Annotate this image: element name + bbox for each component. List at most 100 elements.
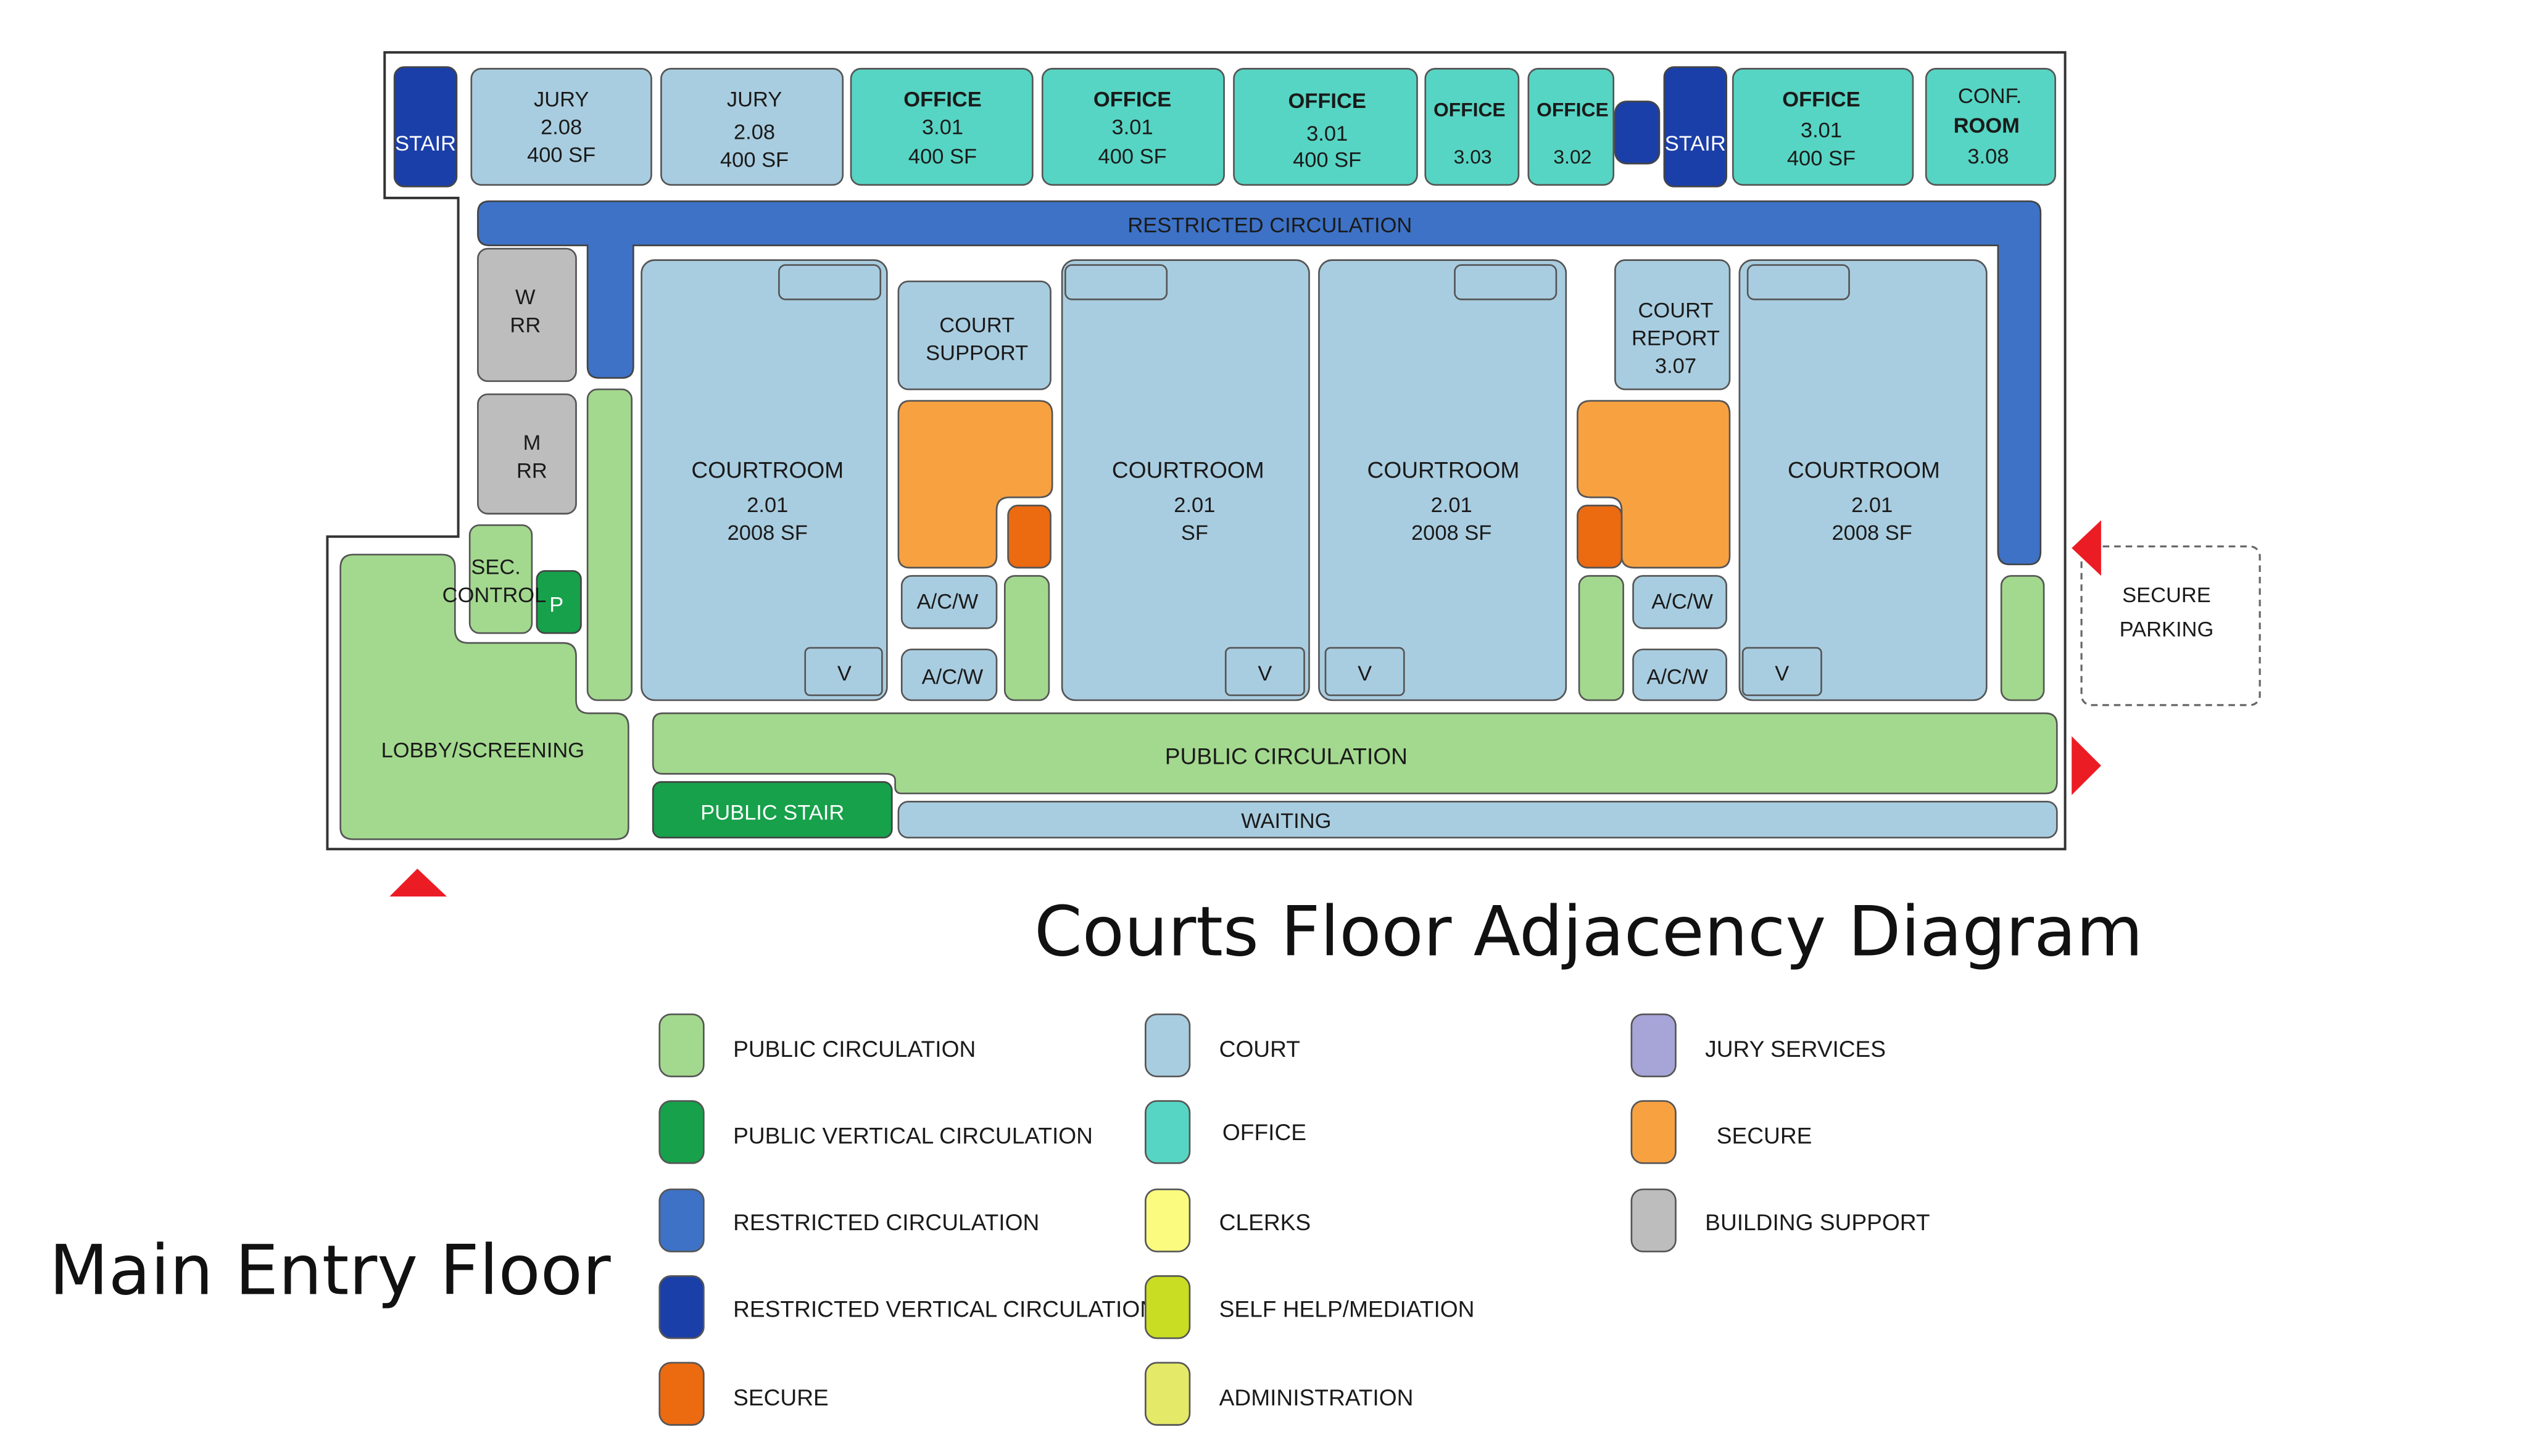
court-report-line1: COURT (1638, 299, 1714, 322)
jury-1-area: 400 SF (527, 144, 595, 167)
conf-room-line1: CONF. (1958, 85, 2022, 108)
sec-control-line1: SEC. (471, 556, 520, 579)
legend-item: COURT (1144, 1013, 1300, 1078)
acw-right-1-label: A/C/W (1651, 590, 1713, 613)
vestibule-2-label: V (1258, 662, 1272, 685)
legend-swatch (1144, 1188, 1191, 1252)
legend-item: SELF HELP/MEDIATION (1144, 1275, 1475, 1339)
w-rr-line2: RR (510, 313, 541, 337)
conf-room-line2: ROOM (1954, 114, 2020, 138)
legend-label: COURT (1219, 1036, 1300, 1062)
judge-bench-2 (1064, 264, 1168, 300)
legend-swatch (658, 1188, 705, 1252)
legend-label: RESTRICTED VERTICAL CIRCULATION (733, 1296, 1156, 1322)
legend-label: OFFICE (1222, 1119, 1306, 1145)
courtroom-3-name: COURTROOM (1367, 457, 1520, 482)
office-303-name: OFFICE (1433, 98, 1506, 120)
office-302-name: OFFICE (1537, 98, 1609, 120)
vestibule-1-label: V (837, 662, 852, 685)
office-302-number: 3.02 (1553, 146, 1591, 168)
main-entry-arrow-icon (389, 869, 447, 897)
courtroom-4-name: COURTROOM (1788, 457, 1940, 482)
legend-label: JURY SERVICES (1705, 1036, 1886, 1062)
legend-item: ADMINISTRATION (1144, 1362, 1414, 1426)
secure-cell-left (1007, 505, 1052, 569)
secure-parking (2080, 545, 2261, 706)
office-4-area: 400 SF (1787, 147, 1856, 170)
vestibule-4 (1741, 647, 1822, 697)
lobby-label: LOBBY/SCREENING (381, 739, 584, 763)
secure-holding-left (897, 400, 1053, 569)
legend-label: SECURE (1717, 1123, 1812, 1149)
office-303-number: 3.03 (1454, 146, 1492, 168)
public-elevator-p (536, 570, 582, 634)
judge-bench-1 (778, 264, 882, 300)
judge-bench-3 (1454, 264, 1558, 300)
courtroom-4-area: 2008 SF (1832, 521, 1912, 545)
court-support-line1: COURT (939, 313, 1014, 337)
acw-left-1-label: A/C/W (917, 590, 979, 613)
office-1-name: OFFICE (903, 88, 981, 111)
stair-right: STAIR (1663, 66, 1727, 188)
legend-label: BUILDING SUPPORT (1705, 1209, 1930, 1235)
legend-swatch (1630, 1100, 1677, 1164)
legend-label: ADMINISTRATION (1219, 1384, 1414, 1410)
office-2-area: 400 SF (1098, 145, 1167, 168)
legend-label: CLERKS (1219, 1209, 1311, 1235)
office-4-name: OFFICE (1782, 88, 1860, 111)
legend-item: SECURE (658, 1362, 829, 1426)
office-2-name: OFFICE (1093, 88, 1171, 111)
public-strip-mid-left (1003, 575, 1050, 701)
office-room-2: OFFICE 3.01 400 SF (1041, 68, 1225, 186)
legend-label: PUBLIC CIRCULATION (733, 1036, 976, 1062)
acw-right-2-label: A/C/W (1646, 665, 1708, 689)
courtroom-1-name: COURTROOM (691, 457, 844, 482)
legend: PUBLIC CIRCULATION PUBLIC VERTICAL CIRCU… (658, 1013, 1930, 1426)
jury-1-name: JURY (534, 88, 589, 111)
office-room-4: OFFICE 3.01 400 SF (1732, 68, 1914, 186)
courtroom-2: V COURTROOM 2.01 SF (1061, 259, 1310, 701)
lobby-screening (339, 553, 629, 840)
court-report: COURT REPORT 3.07 (1614, 259, 1731, 391)
office-4-number: 3.01 (1801, 119, 1842, 143)
courtroom-3-number: 2.01 (1431, 494, 1472, 517)
restricted-circulation (477, 200, 2042, 566)
waiting-label: WAITING (1241, 809, 1331, 833)
court-support: COURT SUPPORT (897, 280, 1052, 391)
jury-2-number: 2.08 (734, 120, 775, 144)
legend-swatch (658, 1362, 705, 1426)
waiting-area (897, 801, 2058, 838)
court-report-line2: REPORT (1632, 327, 1720, 350)
legend-item: RESTRICTED CIRCULATION (658, 1188, 1039, 1252)
legend-item: CLERKS (1144, 1188, 1311, 1252)
secure-entry-arrow-icon (2072, 520, 2101, 576)
vestibule-3 (1324, 647, 1405, 697)
public-circulation (652, 712, 2058, 795)
floor-subtitle: Main Entry Floor (49, 1231, 611, 1310)
courtroom-3: V COURTROOM 2.01 2008 SF (1318, 259, 1567, 701)
courtroom-4-number: 2.01 (1851, 494, 1893, 517)
office-1-number: 3.01 (922, 115, 963, 139)
legend-item: PUBLIC VERTICAL CIRCULATION (658, 1100, 1093, 1164)
office-3-name: OFFICE (1288, 89, 1366, 113)
public-strip-mid-right (1578, 575, 1624, 701)
legend-item: RESTRICTED VERTICAL CIRCULATION (658, 1275, 1156, 1339)
legend-swatch (1144, 1362, 1191, 1426)
legend-item: OFFICE (1144, 1100, 1306, 1164)
m-rr-line1: M (523, 431, 541, 455)
conf-room-number: 3.08 (1967, 145, 2009, 168)
service-entry-arrow-icon (2072, 736, 2101, 795)
restricted-circulation-label: RESTRICTED CIRCULATION (1127, 214, 1412, 238)
office-room-3: OFFICE 3.01 400 SF (1233, 68, 1418, 186)
stair-left-label: STAIR (395, 132, 456, 155)
legend-swatch (1630, 1013, 1677, 1078)
courtroom-2-area: SF (1181, 521, 1208, 545)
legend-swatch (1144, 1275, 1191, 1339)
courtroom-4: V COURTROOM 2.01 2008 SF (1738, 259, 1988, 701)
public-stair-label: PUBLIC STAIR (700, 801, 844, 824)
vestibule-2 (1224, 647, 1305, 697)
legend-swatch (1144, 1013, 1191, 1078)
legend-label: SELF HELP/MEDIATION (1219, 1296, 1475, 1322)
legend-swatch (658, 1275, 705, 1339)
vestibule-3-label: V (1358, 662, 1372, 685)
